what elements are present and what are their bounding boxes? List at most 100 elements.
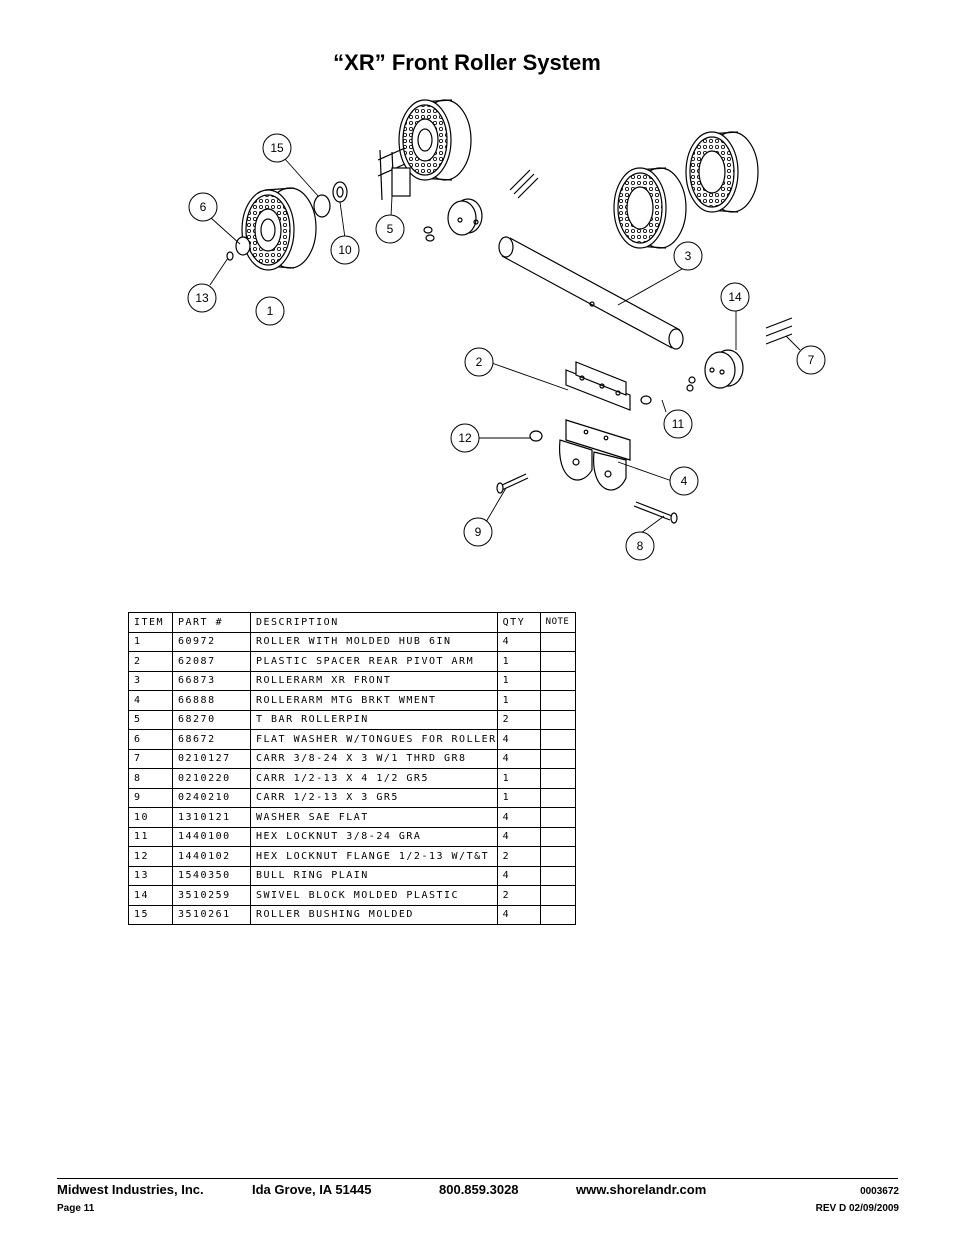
qty-cell: 1 bbox=[496, 690, 541, 711]
item-cell: 13 bbox=[128, 865, 173, 886]
description-cell: ROLLER WITH MOLDED HUB 6IN bbox=[250, 631, 498, 652]
callout-14: 14 bbox=[720, 282, 750, 312]
note-cell bbox=[539, 865, 576, 886]
svg-text:14: 14 bbox=[728, 290, 742, 304]
description-cell: ROLLERARM MTG BRKT WMENT bbox=[250, 690, 498, 711]
footer-divider bbox=[57, 1178, 898, 1179]
carriage-bolt-8 bbox=[633, 501, 678, 524]
header-description: DESCRIPTION bbox=[250, 612, 498, 633]
qty-cell: 2 bbox=[496, 885, 541, 906]
callout-12: 12 bbox=[450, 423, 480, 453]
callout-11: 11 bbox=[663, 409, 693, 439]
qty-cell: 1 bbox=[496, 787, 541, 808]
part-number-cell: 1440100 bbox=[172, 826, 251, 847]
part-number-cell: 62087 bbox=[172, 651, 251, 672]
page-title: “XR” Front Roller System bbox=[333, 50, 601, 75]
qty-cell: 4 bbox=[496, 748, 541, 769]
item-cell: 12 bbox=[128, 846, 173, 867]
callout-1: 1 bbox=[255, 296, 285, 326]
footer-doc-number: 0003672 bbox=[860, 1186, 899, 1197]
part-number-cell: 68270 bbox=[172, 709, 251, 730]
svg-text:7: 7 bbox=[808, 353, 815, 367]
part-number-cell: 0210220 bbox=[172, 768, 251, 789]
svg-text:9: 9 bbox=[475, 525, 482, 539]
qty-cell: 1 bbox=[496, 651, 541, 672]
part-number-cell: 0240210 bbox=[172, 787, 251, 808]
part-number-cell: 1440102 bbox=[172, 846, 251, 867]
description-cell: HEX LOCKNUT 3/8-24 GRA bbox=[250, 826, 498, 847]
item-cell: 6 bbox=[128, 729, 173, 750]
part-number-cell: 60972 bbox=[172, 631, 251, 652]
roller-lower-right bbox=[613, 167, 687, 249]
note-cell bbox=[539, 768, 576, 789]
footer-company: Midwest Industries, Inc. bbox=[57, 1182, 204, 1197]
callout-3: 3 bbox=[673, 241, 703, 271]
svg-text:2: 2 bbox=[476, 355, 483, 369]
item-cell: 1 bbox=[128, 631, 173, 652]
svg-text:15: 15 bbox=[270, 141, 284, 155]
part-number-cell: 3510259 bbox=[172, 885, 251, 906]
roller-arm-tube bbox=[498, 236, 684, 350]
note-cell bbox=[539, 709, 576, 730]
note-cell bbox=[539, 651, 576, 672]
item-cell: 15 bbox=[128, 904, 173, 925]
item-cell: 8 bbox=[128, 768, 173, 789]
footer-phone: 800.859.3028 bbox=[439, 1182, 519, 1197]
callout-8: 8 bbox=[625, 531, 655, 561]
callout-4: 4 bbox=[669, 466, 699, 496]
roller-bushing bbox=[313, 194, 331, 218]
header-part: PART # bbox=[172, 612, 251, 633]
carriage-bolt-9 bbox=[496, 473, 529, 494]
qty-cell: 2 bbox=[496, 709, 541, 730]
qty-cell: 4 bbox=[496, 807, 541, 828]
svg-text:1: 1 bbox=[267, 304, 274, 318]
description-cell: CARR 3/8-24 X 3 W/1 THRD GR8 bbox=[250, 748, 498, 769]
roller-upper-left bbox=[398, 99, 472, 181]
qty-cell: 4 bbox=[496, 826, 541, 847]
description-cell: SWIVEL BLOCK MOLDED PLASTIC bbox=[250, 885, 498, 906]
svg-text:6: 6 bbox=[200, 200, 207, 214]
callout-13: 13 bbox=[187, 283, 217, 313]
svg-text:12: 12 bbox=[458, 431, 472, 445]
note-cell bbox=[539, 807, 576, 828]
svg-text:10: 10 bbox=[338, 243, 352, 257]
note-cell bbox=[539, 846, 576, 867]
swivel-block-top bbox=[447, 198, 483, 236]
part-number-cell: 0210127 bbox=[172, 748, 251, 769]
item-cell: 11 bbox=[128, 826, 173, 847]
footer-revision: REV D 02/09/2009 bbox=[815, 1203, 899, 1214]
description-cell: T BAR ROLLERPIN bbox=[250, 709, 498, 730]
note-cell bbox=[539, 729, 576, 750]
part-number-cell: 1310121 bbox=[172, 807, 251, 828]
item-cell: 10 bbox=[128, 807, 173, 828]
callout-2: 2 bbox=[464, 347, 494, 377]
footer-website: www.shorelandr.com bbox=[576, 1182, 707, 1197]
item-cell: 9 bbox=[128, 787, 173, 808]
callout-5: 5 bbox=[375, 214, 405, 244]
note-cell bbox=[539, 787, 576, 808]
exploded-parts-diagram: 15 6 10 5 13 1 3 14 7 2 11 12 4 9 8 bbox=[187, 99, 826, 561]
header-note: NOTE bbox=[539, 612, 576, 633]
qty-cell: 4 bbox=[496, 631, 541, 652]
note-cell bbox=[539, 670, 576, 691]
qty-cell: 2 bbox=[496, 846, 541, 867]
svg-text:3: 3 bbox=[685, 249, 692, 263]
callout-6: 6 bbox=[188, 192, 218, 222]
qty-cell: 4 bbox=[496, 729, 541, 750]
callout-15: 15 bbox=[262, 133, 292, 163]
note-cell bbox=[539, 904, 576, 925]
description-cell: BULL RING PLAIN bbox=[250, 865, 498, 886]
part-number-cell: 68672 bbox=[172, 729, 251, 750]
note-cell bbox=[539, 826, 576, 847]
flat-washer bbox=[332, 181, 348, 203]
svg-text:5: 5 bbox=[387, 222, 394, 236]
description-cell: WASHER SAE FLAT bbox=[250, 807, 498, 828]
